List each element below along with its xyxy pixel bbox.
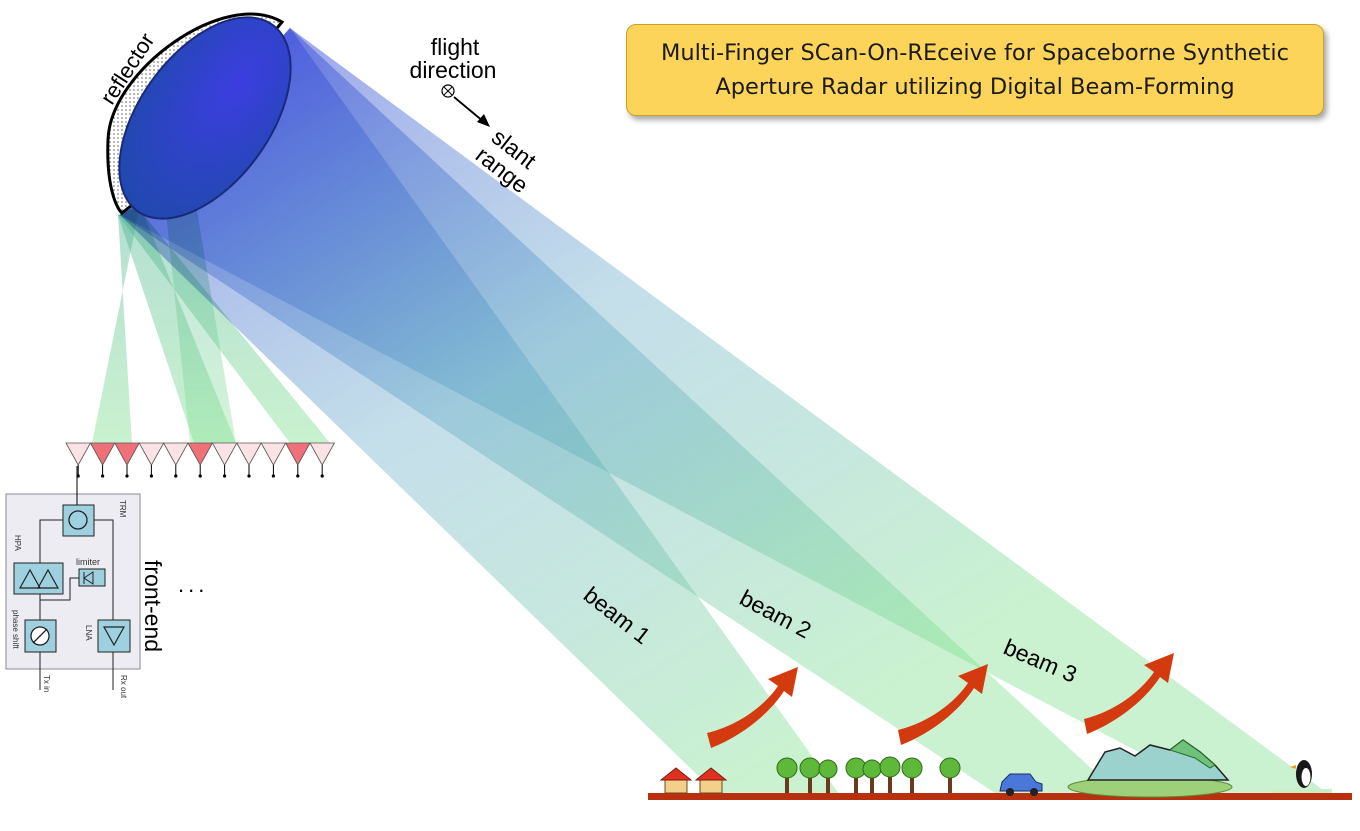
mountain-icon (1067, 739, 1233, 798)
slant-range-arrow (453, 96, 485, 123)
house-icon (659, 767, 693, 794)
title-line-2: Aperture Radar utilizing Digital Beam-Fo… (715, 74, 1235, 100)
feed-element (162, 442, 189, 466)
feed-element (65, 442, 92, 466)
amplifier-icon (36, 568, 60, 589)
diode-icon (83, 571, 94, 585)
tree-icon (939, 757, 961, 793)
main-beams (120, 28, 1330, 795)
tree-icon (901, 757, 923, 793)
feed-element (236, 442, 262, 466)
feed-element-terminal (125, 474, 129, 478)
lna-block (97, 619, 131, 653)
flight-label: flight (431, 34, 480, 60)
circulator-icon (68, 510, 88, 530)
limiter-label: limiter (76, 557, 100, 567)
title-line-1: Multi-Finger SCan-On-REceive for Spacebo… (660, 40, 1289, 66)
feed-beam (118, 208, 330, 443)
lna-icon (102, 626, 126, 647)
feed-element (187, 442, 214, 466)
tx-in-label: Tx in (42, 675, 51, 692)
beam-3-footprint (120, 28, 1330, 795)
feed-element (309, 442, 336, 466)
reflector-dish (106, 12, 292, 220)
ground-line (648, 793, 1352, 800)
feed-element-terminal (198, 474, 202, 478)
ellipsis-label: ... (178, 572, 208, 597)
feed-element-terminal (247, 474, 251, 478)
feed-element-terminal (101, 474, 105, 478)
feed-element-terminal (223, 474, 227, 478)
scan-arrow-icon (1084, 653, 1174, 734)
feed-element-terminal (149, 474, 153, 478)
feed-element (138, 442, 165, 466)
amplifier-icon (18, 568, 42, 589)
trm-label: TRM (118, 500, 127, 518)
title-box: Multi-Finger SCan-On-REceive for Spacebo… (626, 24, 1324, 116)
hpa-block (13, 562, 64, 595)
hpa-label: HPA (13, 535, 22, 552)
tree-icon (862, 759, 882, 793)
scan-arrow-icon (898, 664, 988, 745)
feed-element (89, 442, 116, 466)
slant-range-arrowhead (477, 114, 490, 127)
scan-arrows (707, 653, 1174, 748)
front-end-label: front-end (140, 560, 166, 652)
feed-element (114, 442, 140, 466)
ground-scene (648, 739, 1352, 800)
scan-arrow-icon (707, 667, 798, 748)
tree-icon (879, 756, 901, 793)
feed-element (284, 442, 311, 466)
direction-label: direction (410, 57, 497, 83)
feed-element-terminal (271, 474, 275, 478)
feed-element (211, 442, 238, 466)
lna-label: LNA (84, 625, 93, 641)
rx-out-label: Rx out (119, 675, 128, 699)
front-end-module: TRM HPA limiter phase shift LNA Tx in Rx… (5, 466, 141, 699)
circulator-block (62, 504, 95, 537)
feed-element-terminal (296, 474, 300, 478)
tree-icon (845, 757, 867, 793)
flight-direction-cross (443, 86, 453, 96)
feed-array (65, 442, 336, 478)
car-icon (999, 773, 1043, 796)
feed-element (260, 442, 287, 466)
house-icon (694, 767, 728, 794)
phase-shift-label: phase shift (11, 610, 20, 649)
feed-element-terminal (174, 474, 178, 478)
tree-group (776, 756, 961, 793)
tree-icon (776, 757, 798, 793)
penguin-icon (1272, 760, 1332, 793)
tree-icon (818, 759, 838, 793)
feed-beam (92, 205, 140, 443)
feed-element-terminal (320, 474, 324, 478)
